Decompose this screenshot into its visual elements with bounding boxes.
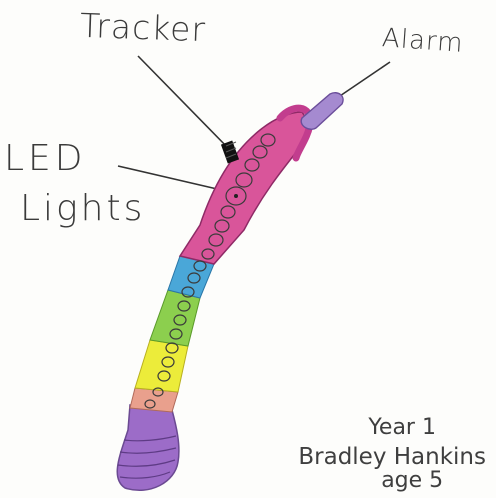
caption-age: age 5 <box>338 468 486 493</box>
led-label-line1: LED <box>4 138 87 179</box>
alarm-label: Alarm <box>381 23 464 59</box>
tracker-label: Tracker <box>79 6 206 49</box>
tracker-pointer-line <box>138 56 230 150</box>
caption-year: Year 1 <box>318 415 486 440</box>
caption-name: Bradley Hankins <box>298 444 486 470</box>
device-body <box>117 108 310 490</box>
led-center-dot <box>234 194 238 198</box>
yellow-band <box>135 340 188 392</box>
artist-caption: Year 1 Bradley Hankins age 5 <box>298 415 486 493</box>
pink-upper-body <box>180 112 306 264</box>
alarm-pointer-line <box>334 62 390 100</box>
led-label-line2: Lights <box>20 188 145 229</box>
